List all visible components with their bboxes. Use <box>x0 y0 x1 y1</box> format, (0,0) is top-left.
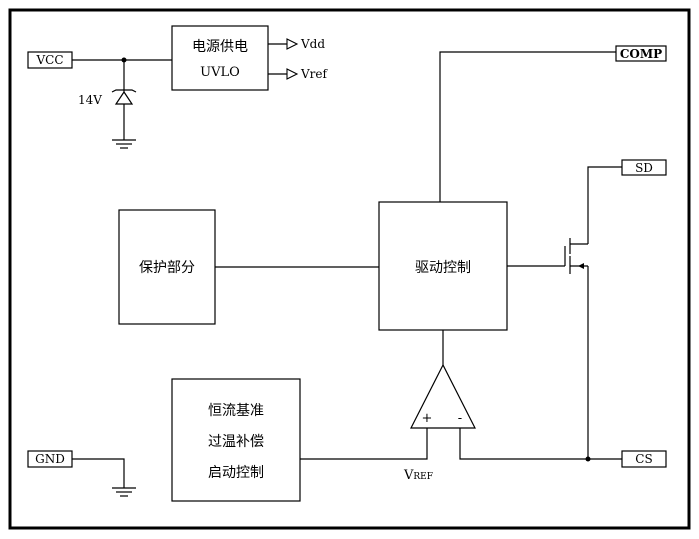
vcc-label: VCC <box>35 53 63 67</box>
reference-line2: 过温补偿 <box>208 434 264 450</box>
sd-pin: SD <box>621 159 667 176</box>
opamp-icon: + - <box>410 330 476 429</box>
gnd-pin: GND <box>27 450 73 468</box>
vdd-output: Vdd <box>268 37 325 51</box>
cs-label: CS <box>635 452 652 466</box>
cs-pin: CS <box>621 450 667 468</box>
power-block-line1: 电源供电 <box>192 39 248 55</box>
opamp-plus-wire <box>300 428 428 460</box>
opamp-minus: - <box>458 411 462 426</box>
gnd-wire <box>72 458 125 488</box>
comp-pin: COMP <box>615 45 667 62</box>
reference-block: 恒流基准 过温补偿 启动控制 <box>171 378 301 502</box>
comp-label: COMP <box>620 47 662 61</box>
zener-diode <box>111 60 137 140</box>
power-supply-block: 电源供电 UVLO <box>171 25 269 91</box>
driver-label: 驱动控制 <box>415 260 471 276</box>
protection-label: 保护部分 <box>139 260 195 276</box>
vref-label: Vref <box>300 67 329 81</box>
sd-label: SD <box>635 161 653 175</box>
gnd-label: GND <box>35 452 65 466</box>
vdd-label: Vdd <box>300 37 325 51</box>
driver-block: 驱动控制 <box>378 201 508 331</box>
zener-label: 14V <box>78 93 102 107</box>
sd-wire <box>587 166 622 228</box>
ground-icon <box>112 139 136 149</box>
outer-frame <box>8 8 691 530</box>
reference-line3: 启动控制 <box>208 465 264 481</box>
vcc-pin: VCC <box>27 51 73 69</box>
opamp-minus-wire <box>459 428 588 460</box>
protection-block: 保护部分 <box>118 209 216 325</box>
reference-line1: 恒流基准 <box>208 402 264 419</box>
power-block-line2: UVLO <box>200 65 240 80</box>
vref-input-label: VREF <box>403 468 433 483</box>
opamp-plus: + <box>422 411 433 426</box>
vref-output: Vref <box>268 67 329 81</box>
comp-wire <box>439 51 616 202</box>
mosfet-icon <box>507 228 589 278</box>
ground-icon <box>112 487 136 497</box>
